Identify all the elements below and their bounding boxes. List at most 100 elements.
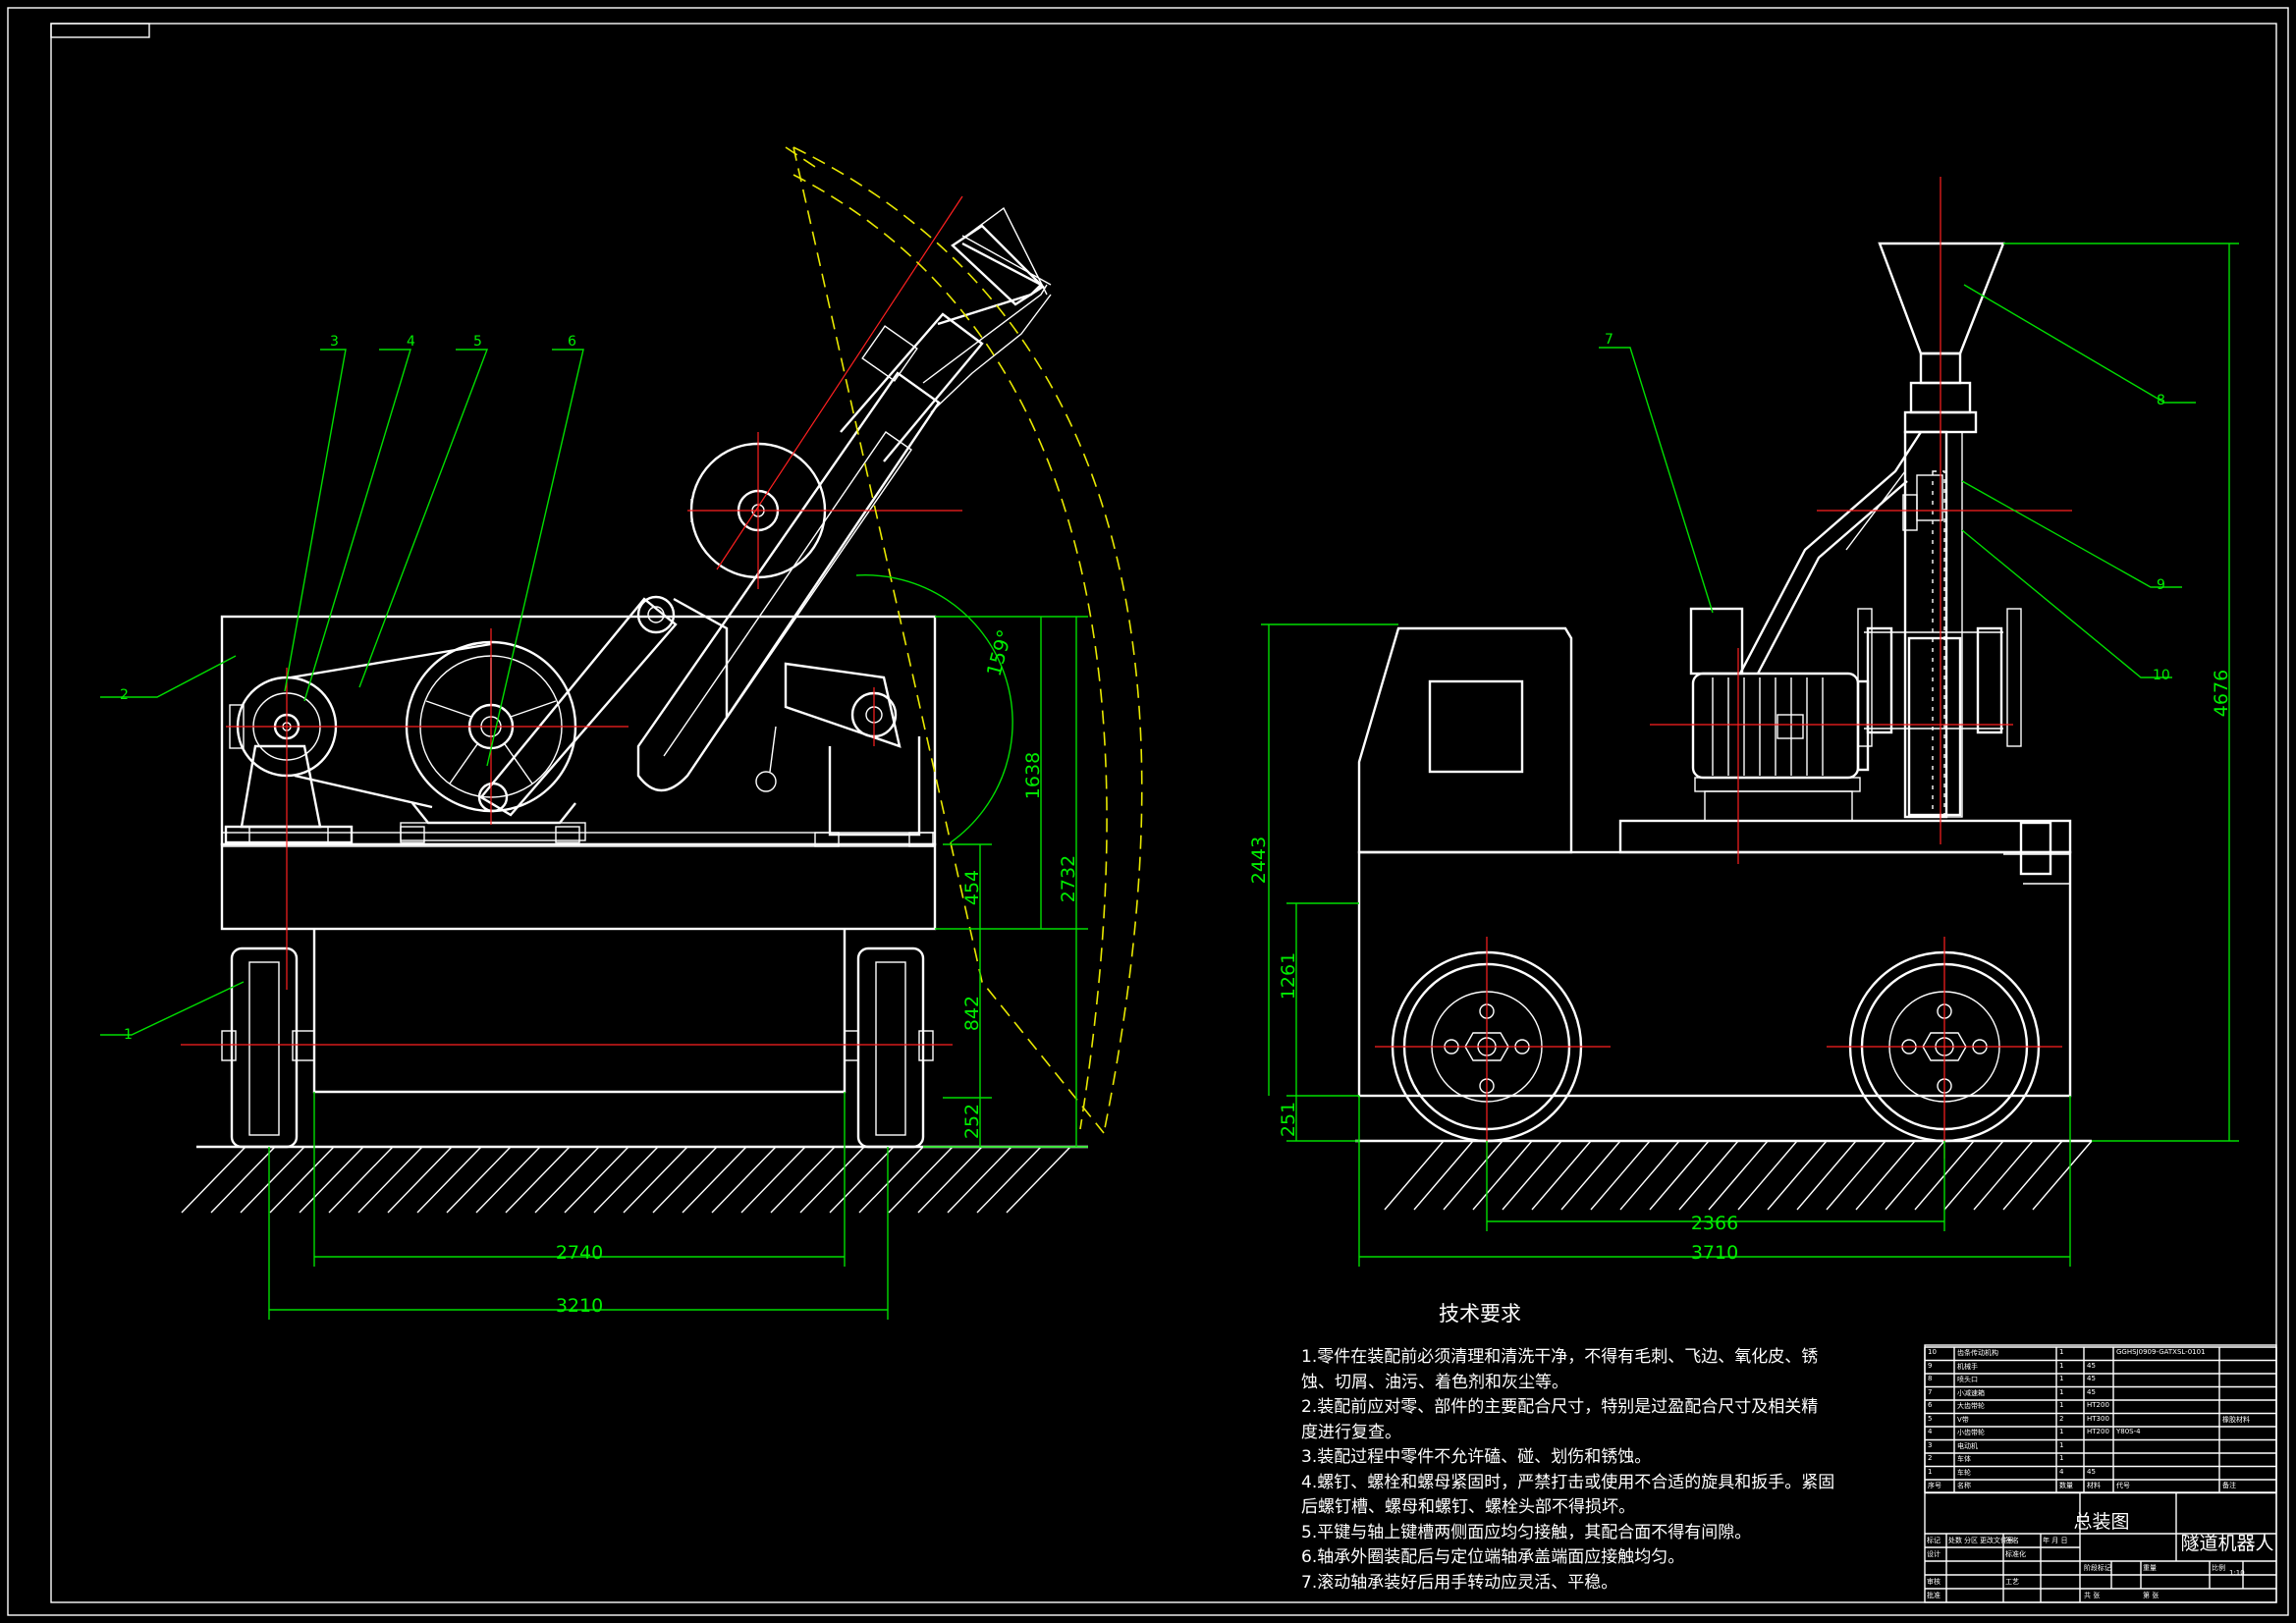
dim-842: 842 — [961, 996, 983, 1031]
dim-4676: 4676 — [2211, 670, 2232, 717]
parts-list-cell: 3 — [1928, 1440, 1933, 1449]
parts-list-cell: 8 — [1928, 1375, 1933, 1382]
title-block-label: 签名 — [2005, 1537, 2019, 1544]
parts-list-cell: 1 — [1928, 1467, 1933, 1476]
technical-requirements: 1.零件在装配前必须清理和清洗干净，不得有毛刺、飞边、氧化皮、锈 蚀、切屑、油污… — [1301, 1345, 1890, 1596]
inner-border — [50, 23, 2277, 1603]
parts-list-cell: 车体 — [1957, 1455, 1971, 1463]
parts-list-cell: 车轮 — [1957, 1468, 1971, 1477]
balloon-3: 3 — [330, 334, 339, 350]
rear-bracket — [2003, 821, 2070, 885]
manipulator-arm — [636, 235, 1052, 837]
swing-envelope — [785, 146, 1143, 1134]
requirement-line: 4.螺钉、螺栓和螺母紧固时，严禁打击或使用不合适的旋具和扳手。紧固 — [1301, 1472, 1835, 1492]
parts-list-header-cell: 序号 — [1928, 1482, 1941, 1489]
parts-list-cell: 大齿带轮 — [1957, 1402, 1985, 1410]
parts-list-cell: HT200 — [2087, 1428, 2109, 1435]
parts-list-cell: 7 — [1928, 1387, 1933, 1396]
parts-list-cell: 1 — [2059, 1361, 2064, 1370]
parts-list-cell: 4 — [2059, 1467, 2064, 1476]
side-view: 2366 3710 2443 1261 251 4676 7 8 9 10 — [1248, 177, 2239, 1267]
requirement-line: 3.装配过程中零件不允许磕、碰、划伤和锈蚀。 — [1301, 1447, 1652, 1467]
balloon-7: 7 — [1605, 332, 1613, 348]
parts-list-cell: 1 — [2059, 1348, 2064, 1356]
parts-list-cell: 45 — [2087, 1467, 2096, 1476]
requirement-line: 6.轴承外圈装配后与定位端轴承盖端面应接触均匀。 — [1301, 1547, 1685, 1567]
title-block: 总装图 隧道机器人 1:10 — [1924, 1344, 2277, 1603]
dim-252: 252 — [961, 1104, 983, 1139]
title-block-label: 更改文件号 — [1980, 1537, 2014, 1544]
parts-list-header-cell: 代号 — [2116, 1482, 2130, 1489]
electric-motor — [1689, 607, 1870, 822]
centerlines-front — [181, 195, 963, 1046]
requirement-line: 1.零件在装配前必须清理和清洗干净，不得有毛刺、飞边、氧化皮、锈 — [1301, 1347, 1819, 1367]
dim-1261: 1261 — [1278, 952, 1299, 1000]
front-view: 159° 2740 3210 1638 2732 454 842 252 — [100, 146, 1143, 1320]
parts-list-cell: Y80S-4 — [2116, 1428, 2141, 1435]
dim-251: 251 — [1278, 1102, 1299, 1137]
ground-hatch-right — [1384, 1140, 2093, 1211]
hose — [1738, 431, 1923, 675]
cart-body-lower — [220, 842, 937, 931]
dimension-lines-side — [1261, 243, 2239, 1267]
balloon-2: 2 — [120, 687, 129, 703]
title-block-label: 审核 — [1927, 1578, 1941, 1586]
leader-lines-side — [1599, 284, 2196, 678]
parts-list-cell: 45 — [2087, 1387, 2096, 1396]
balloon-5: 5 — [473, 334, 482, 350]
requirement-line: 7.滚动轴承装好后用手转动应灵活、平稳。 — [1301, 1572, 1618, 1593]
requirement-line: 蚀、切屑、油污、着色剂和灰尘等。 — [1301, 1372, 1568, 1392]
parts-list-cell: 1 — [2059, 1428, 2064, 1435]
title-block-label: 标记 — [1927, 1537, 1941, 1544]
parts-list-cell: HT300 — [2087, 1414, 2109, 1423]
requirement-line: 5.平键与轴上键槽两侧面应均匀接触，其配合面不得有间隙。 — [1301, 1522, 1752, 1542]
title-block-label: 处数 — [1948, 1537, 1962, 1544]
parts-list-cell: 小减速箱 — [1957, 1388, 1985, 1397]
balloon-9: 9 — [2157, 577, 2165, 593]
side-body — [1357, 850, 2072, 1098]
dim-3710: 3710 — [1691, 1242, 1738, 1264]
chassis-frame — [312, 929, 847, 1094]
title-block-label: 阶段标记 — [2084, 1564, 2111, 1572]
dim-3210: 3210 — [556, 1295, 603, 1317]
dim-2740: 2740 — [556, 1242, 603, 1264]
parts-list-cell: 齿条传动机构 — [1957, 1349, 1998, 1357]
cabin — [1357, 626, 1573, 854]
small-pulley — [224, 676, 354, 844]
parts-list-cell: 10 — [1928, 1348, 1937, 1356]
requirement-line: 度进行复查。 — [1301, 1422, 1401, 1442]
wheel-right — [844, 947, 934, 1149]
dim-2443: 2443 — [1248, 837, 1270, 884]
title-block-label: 批准 — [1927, 1592, 1941, 1599]
parts-list-cell: 机械手 — [1957, 1362, 1978, 1371]
parts-list-cell: 4 — [1928, 1428, 1933, 1435]
parts-list-cell: 45 — [2087, 1375, 2096, 1382]
title-block-label: 分区 — [1964, 1537, 1978, 1544]
parts-list-cell: 橡胶材料 — [2222, 1415, 2250, 1424]
parts-list-cell: 1 — [2059, 1401, 2064, 1409]
nozzle — [930, 206, 1052, 413]
parts-list-cell: GGHSJ0909-GATXSL-0101 — [2116, 1348, 2206, 1356]
parts-list-header-cell: 名称 — [1957, 1482, 1971, 1489]
angle-label: 159° — [982, 627, 1017, 679]
base-bolts — [225, 826, 934, 847]
parts-list-cell: 小齿带轮 — [1957, 1429, 1985, 1436]
dimension-lines-front — [268, 616, 1088, 1320]
cabin-window — [1428, 679, 1524, 774]
cart-body-upper — [220, 615, 937, 846]
requirement-line: 2.装配前应对零、部件的主要配合尺寸，特别是过盈配合尺寸及相关精 — [1301, 1397, 1819, 1417]
dim-454: 454 — [961, 870, 983, 905]
parts-list-cell: 1 — [2059, 1440, 2064, 1449]
wheel-left — [221, 947, 315, 1149]
title-block-label: 标准化 — [2005, 1550, 2026, 1558]
parts-list-cell: 喷头口 — [1957, 1376, 1978, 1383]
title-block-label: 共 张 — [2084, 1592, 2101, 1599]
title-block-label: 第 张 — [2143, 1592, 2159, 1599]
parts-list-header-cell: 数量 — [2059, 1482, 2073, 1489]
parts-list-cell: 电动机 — [1957, 1441, 1978, 1450]
title-block-scale: 1:10 — [2229, 1569, 2245, 1577]
title-block-label: 重量 — [2143, 1564, 2157, 1572]
ground-hatch-left — [181, 1146, 1071, 1214]
title-block-label: 设计 — [1927, 1550, 1941, 1558]
